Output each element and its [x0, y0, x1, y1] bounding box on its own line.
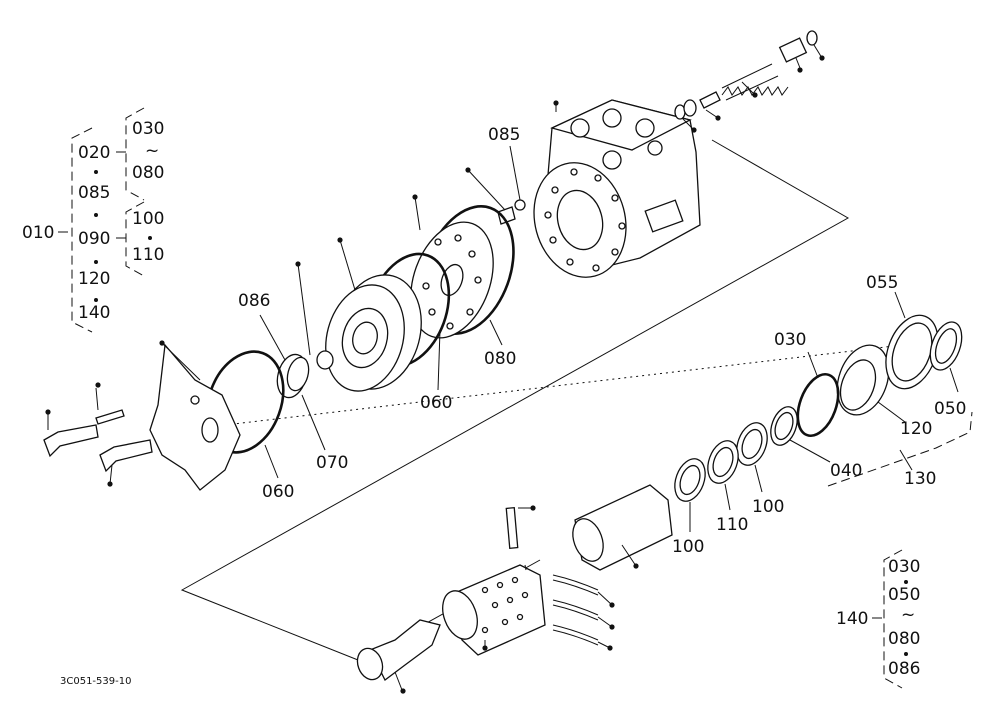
leaf-springs	[552, 574, 599, 646]
group-010-item-1: 020	[78, 143, 110, 163]
group-010-item-4: 120	[78, 269, 110, 289]
group-140-root: 140	[836, 609, 868, 629]
group-090-sub-1: 100	[132, 209, 164, 229]
group-140-item-2: 050	[888, 585, 920, 605]
relief-valve-parts	[674, 30, 818, 120]
seal-kit-parts	[674, 314, 963, 502]
label-060-mid: 060	[420, 393, 452, 413]
label-080: 080	[484, 349, 516, 369]
label-085-top: 085	[488, 125, 520, 145]
reference-dots	[45, 55, 825, 694]
group-140-item-1: 030	[888, 557, 920, 577]
group-130-bracket	[827, 411, 973, 487]
end-cap	[149, 343, 241, 491]
label-120: 120	[900, 419, 932, 439]
label-050: 050	[934, 399, 966, 419]
group-010-item-2: 085	[78, 183, 110, 203]
drawing-code: 3C051-539-10	[60, 676, 131, 687]
group-010-item-3: 090	[78, 229, 110, 249]
group-140-item-3: 080	[888, 629, 920, 649]
group-010-item-5: 140	[78, 303, 110, 323]
label-130: 130	[904, 469, 936, 489]
bolts	[43, 409, 153, 473]
group-010-root: 010	[22, 223, 54, 243]
group-020-sub-1: 030	[132, 119, 164, 139]
label-100-a: 100	[752, 497, 784, 517]
group-090-sub-2: 110	[132, 245, 164, 265]
label-086: 086	[238, 291, 270, 311]
part-labels: 085 086 070 060 060 080 055 030 050 120 …	[60, 125, 966, 687]
group-010-tree: 010 020 085 090 120 140 030 ~ 080 100 11…	[22, 107, 164, 333]
label-100-b: 100	[672, 537, 704, 557]
spool-sleeve	[442, 484, 673, 656]
label-110: 110	[716, 515, 748, 535]
label-070: 070	[316, 453, 348, 473]
label-055: 055	[866, 273, 898, 293]
group-020-sub-2: 080	[132, 163, 164, 183]
label-040: 040	[830, 461, 862, 481]
group-140-item-tilde: ~	[901, 605, 915, 625]
group-140-tree: 140 030 050 ~ 080 086	[836, 549, 920, 689]
group-140-item-4: 086	[888, 659, 920, 679]
housing	[533, 99, 701, 278]
label-030-right: 030	[774, 330, 806, 350]
drive-shaft	[356, 619, 441, 681]
label-060-left: 060	[262, 482, 294, 502]
group-020-sub-tilde: ~	[145, 141, 159, 161]
gear-set	[325, 274, 422, 392]
